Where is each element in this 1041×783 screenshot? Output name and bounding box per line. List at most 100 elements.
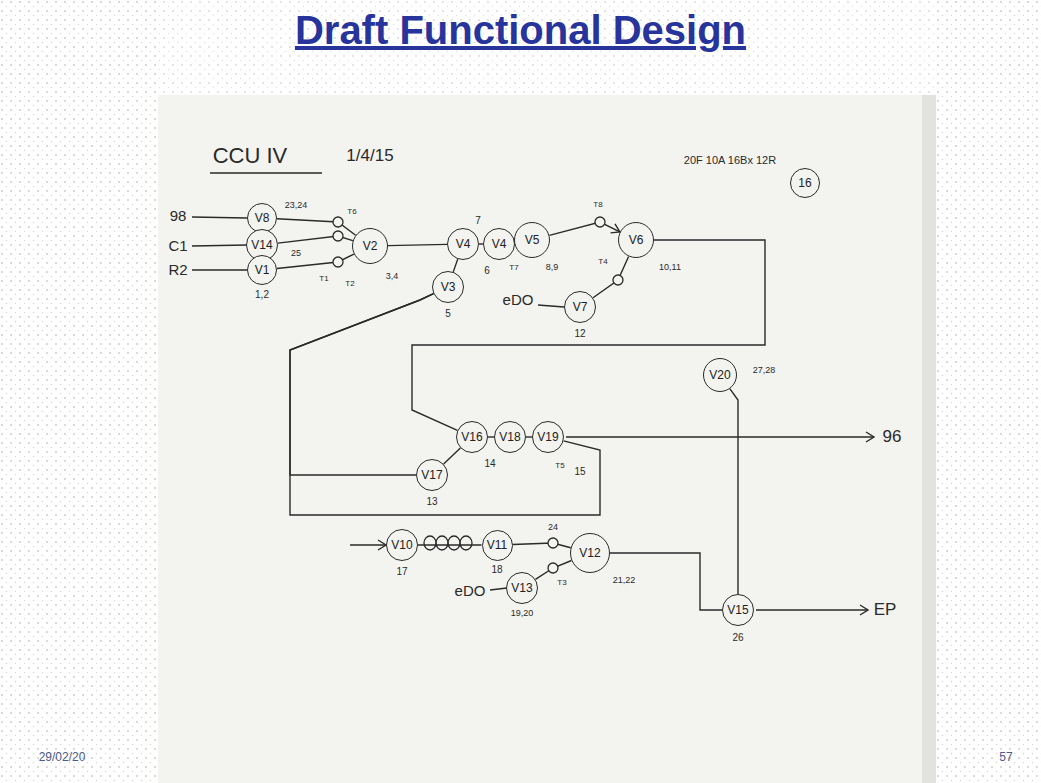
signal-name: R2: [167, 262, 188, 279]
pipe-line: [512, 543, 570, 548]
pipe-line: [535, 561, 571, 580]
node-text: V13: [511, 582, 532, 594]
slide-date: 29/02/20: [38, 751, 87, 764]
pipe-line: [412, 240, 765, 430]
callout-number: 24: [547, 523, 559, 533]
callout-number: 6: [483, 265, 491, 276]
node-text: V6: [629, 234, 644, 246]
callout-number: T1: [318, 275, 329, 284]
pipe-line: [418, 544, 482, 545]
signal-name: eDO: [454, 583, 487, 600]
callout-number: 21,22: [612, 576, 637, 586]
node-text: V5: [525, 234, 540, 246]
valve-circle: V11: [482, 530, 513, 561]
valve-circle: V19: [532, 421, 564, 453]
input-arrow: [350, 544, 386, 545]
small-valve: [333, 257, 343, 267]
paper-shadow: [922, 95, 936, 783]
valve-circle: V4: [483, 228, 515, 260]
dot-pattern: [936, 0, 1041, 783]
callout-number: 19,20: [510, 609, 535, 619]
valve-circle: V2: [352, 228, 388, 264]
node-text: V4: [456, 238, 471, 250]
signal-name: 96: [882, 428, 903, 447]
sketch-paper: [158, 95, 936, 783]
date-note: 1/4/15: [345, 147, 394, 166]
input-line: [192, 245, 247, 246]
node-text: V11: [487, 539, 507, 551]
pipe-line: [610, 553, 722, 610]
small-valve: [548, 563, 558, 573]
heading-underline: [210, 172, 322, 173]
valve-circle: V4: [447, 228, 479, 260]
callout-number: T4: [597, 258, 608, 267]
signal-name: C1: [167, 238, 188, 255]
pipe-line: [549, 222, 619, 235]
node-text: V16: [461, 431, 482, 443]
node-text: V7: [573, 301, 588, 313]
output-line: [756, 609, 868, 610]
node-text: 16: [798, 177, 811, 189]
pipe-line: [593, 256, 629, 297]
callout-number: 14: [483, 458, 496, 469]
valve-circle: V18: [494, 421, 526, 453]
sketch-heading: CCU IV: [212, 144, 289, 168]
valve-circle: V7: [564, 291, 596, 323]
valve-circle: V5: [514, 222, 550, 258]
callout-number: T7: [508, 264, 519, 273]
callout-number: 27,28: [752, 366, 777, 376]
callout-number: 5: [444, 308, 452, 319]
valve-circle: V12: [570, 533, 610, 573]
callout-number: 23,24: [284, 201, 309, 211]
node-text: V10: [391, 539, 412, 551]
node-text: V12: [579, 547, 600, 559]
signal-name: 98: [169, 208, 188, 225]
node-text: V2: [363, 240, 378, 252]
callout-number: 18: [490, 564, 503, 575]
valve-circle: V10: [386, 529, 418, 561]
callout-number: 12: [573, 328, 586, 339]
node-text: V14: [251, 239, 272, 251]
valve-circle: V16: [456, 421, 488, 453]
small-valve: [613, 275, 623, 285]
signal-name: eDO: [502, 292, 535, 309]
pipe-line: [453, 259, 457, 272]
callout-number: 3,4: [385, 272, 400, 282]
node-text: V1: [255, 264, 270, 276]
small-valve: [333, 217, 343, 227]
callout-number: 25: [290, 249, 302, 259]
callout-number: T8: [592, 201, 603, 210]
node-text: V19: [537, 431, 558, 443]
small-valve: [548, 538, 558, 548]
node-text: V17: [421, 469, 442, 481]
small-valve: [333, 231, 343, 241]
valve-circle: V15: [722, 594, 754, 626]
callout-number: 7: [474, 215, 482, 226]
pipe-line: [290, 294, 433, 475]
pipe-line: [277, 254, 354, 268]
coil-symbol: [424, 536, 472, 550]
callout-number: 8,9: [545, 263, 560, 273]
callout-number: 15: [573, 466, 586, 477]
node-text: V4: [492, 238, 507, 250]
pipe-line: [277, 219, 356, 235]
valve-circle: V13: [506, 572, 538, 604]
output-line: [566, 436, 874, 437]
slide-title: Draft Functional Design: [0, 6, 1041, 54]
callout-number: T6: [346, 208, 357, 217]
valve-circle: V20: [703, 358, 737, 392]
callout-number: 17: [395, 566, 408, 577]
dot-pattern: [0, 0, 158, 783]
callout-number: T5: [554, 462, 565, 471]
input-line: [192, 217, 247, 218]
node-text: V20: [709, 369, 730, 381]
input-line: [192, 269, 247, 270]
callout-number: 1,2: [254, 289, 270, 300]
callout-number: 13: [425, 496, 438, 507]
slide-number: 57: [998, 751, 1013, 764]
note: 20F 10A 16Bx 12R: [683, 154, 777, 166]
node-text: V15: [727, 604, 748, 616]
